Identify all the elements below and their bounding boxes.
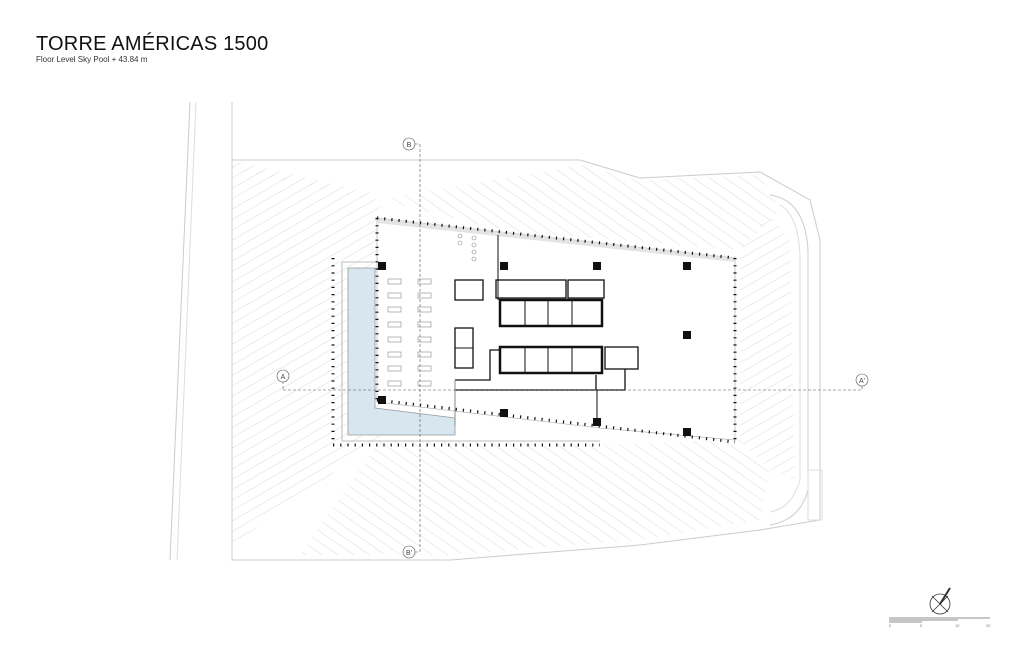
svg-text:A': A' xyxy=(859,378,865,385)
building-slab xyxy=(331,216,737,447)
sun-loungers xyxy=(387,233,477,387)
svg-text:B: B xyxy=(407,142,412,149)
site-landscape xyxy=(169,101,823,561)
section-marker-a-prime: A' xyxy=(855,373,869,387)
svg-text:10: 10 xyxy=(955,623,960,628)
svg-text:B': B' xyxy=(406,550,412,557)
north-arrow-icon xyxy=(929,587,951,615)
page-title: TORRE AMÉRICAS 1500 xyxy=(36,33,269,55)
section-marker-b: B xyxy=(402,137,416,151)
svg-text:A: A xyxy=(281,374,286,381)
svg-text:0: 0 xyxy=(889,623,892,628)
section-marker-a: A xyxy=(276,369,290,383)
svg-text:5: 5 xyxy=(920,623,923,628)
section-marker-b-prime: B' xyxy=(402,545,416,559)
svg-text:20: 20 xyxy=(986,623,991,628)
scale-bar: 0 5 10 20 xyxy=(889,617,991,628)
structural-columns xyxy=(378,262,691,436)
page-subtitle: Floor Level Sky Pool + 43.84 m xyxy=(36,55,148,64)
